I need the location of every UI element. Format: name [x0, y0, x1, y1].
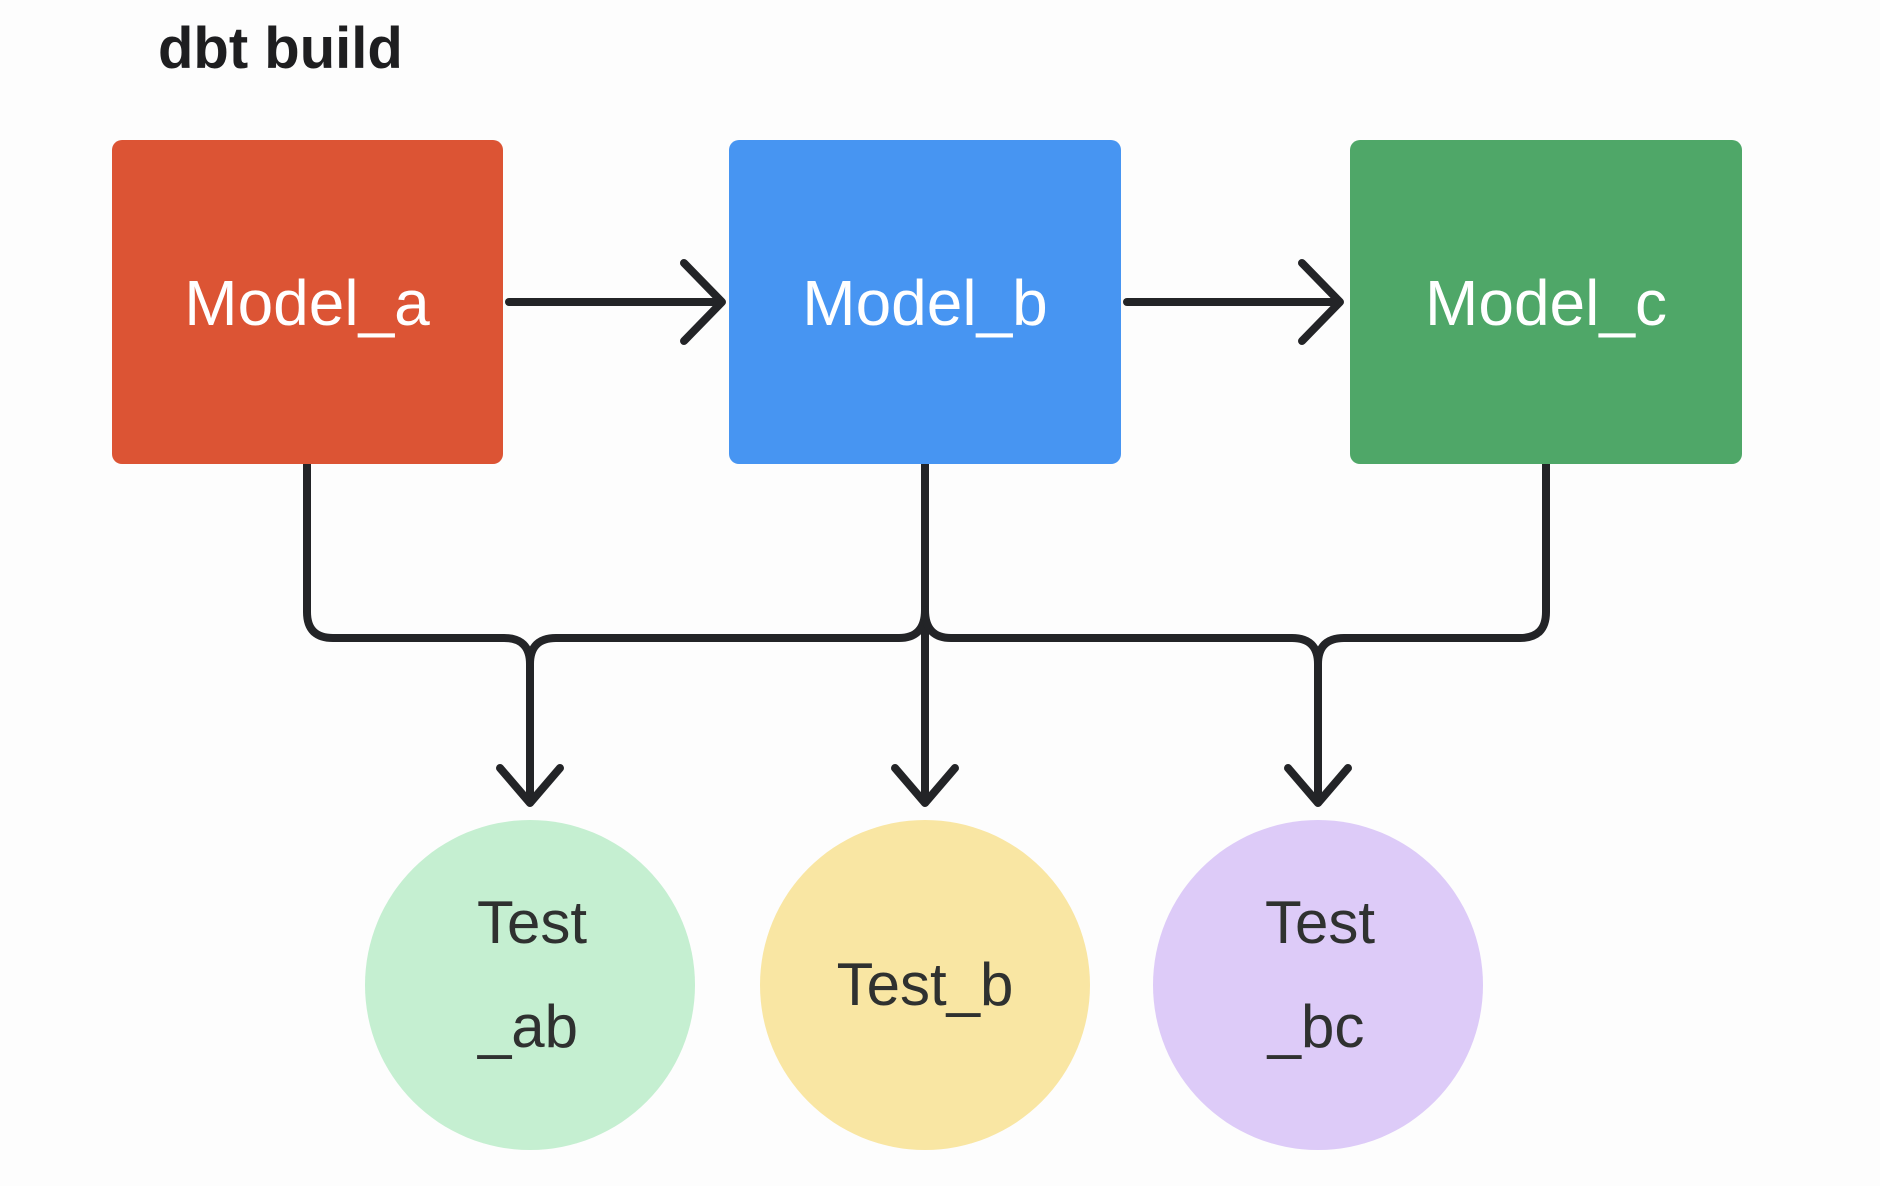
arrowhead-model-a-to-model-b-icon — [680, 259, 726, 345]
model-c-box[interactable] — [1350, 140, 1742, 464]
node-test-b[interactable]: Test_b — [760, 820, 1090, 1150]
node-model-a[interactable]: Model_a — [112, 140, 503, 464]
diagram-title: dbt build — [158, 16, 403, 81]
model-b-label: Model_b — [802, 267, 1048, 339]
node-test-ab[interactable]: Test _ab — [365, 820, 695, 1150]
test-bc-circle[interactable] — [1153, 820, 1483, 1150]
node-model-c[interactable]: Model_c — [1350, 140, 1742, 464]
edge-model-b-to-test-ab — [526, 606, 929, 668]
test-ab-label-line1: Test — [477, 889, 587, 956]
test-ab-circle[interactable] — [365, 820, 695, 1150]
model-a-label: Model_a — [184, 267, 430, 339]
node-model-b[interactable]: Model_b — [729, 140, 1121, 464]
node-test-bc[interactable]: Test _bc — [1153, 820, 1483, 1150]
model-a-box[interactable] — [112, 140, 503, 464]
model-c-label: Model_c — [1425, 267, 1667, 339]
test-b-label: Test_b — [837, 951, 1014, 1018]
arrowhead-test-ab-icon — [496, 764, 564, 807]
edge-model-a-to-test-ab — [303, 460, 534, 804]
test-b-circle[interactable] — [760, 820, 1090, 1150]
arrowhead-model-b-to-model-c-icon — [1298, 259, 1344, 345]
edge-group — [303, 259, 1550, 807]
test-bc-label-line2: _bc — [1267, 993, 1365, 1060]
model-b-box[interactable] — [729, 140, 1121, 464]
test-bc-label-line1: Test — [1265, 889, 1375, 956]
arrowhead-test-b-icon — [891, 764, 959, 807]
test-ab-label-line2: _ab — [477, 993, 578, 1060]
edge-model-c-to-test-bc — [1314, 460, 1550, 804]
edge-model-b-to-test-bc — [921, 606, 1322, 668]
arrowhead-test-bc-icon — [1284, 764, 1352, 807]
